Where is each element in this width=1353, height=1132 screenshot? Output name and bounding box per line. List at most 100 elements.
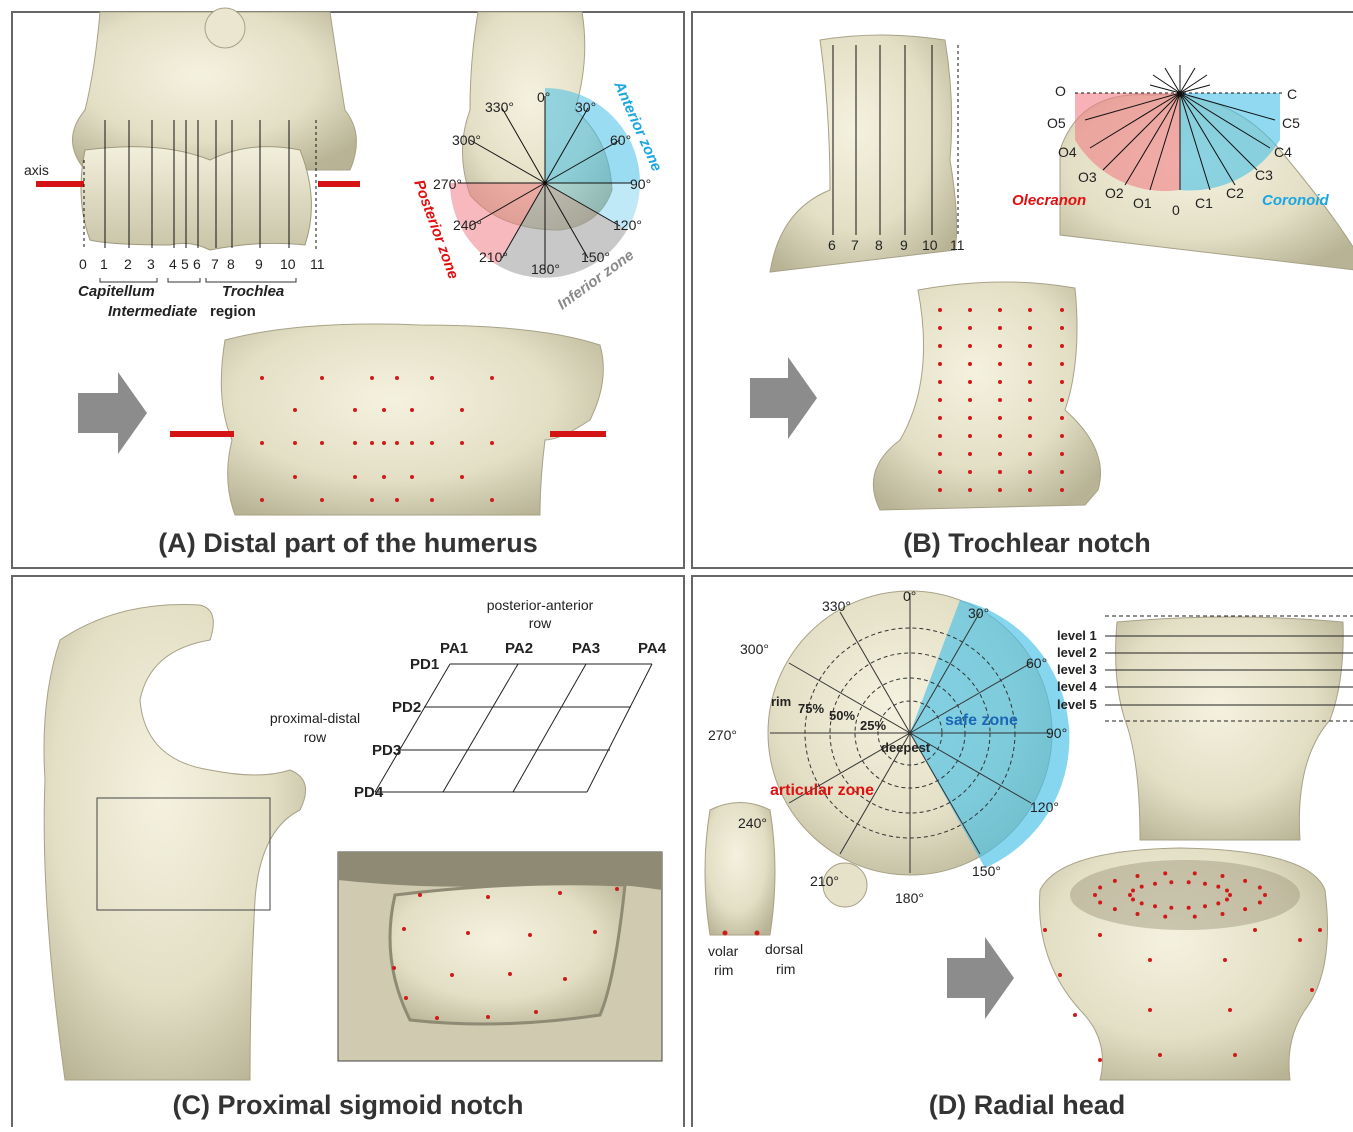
level-label: level 2 bbox=[1057, 645, 1097, 660]
measurement-marker bbox=[1028, 398, 1032, 402]
measurement-marker bbox=[1060, 416, 1064, 420]
angle-label: 60° bbox=[610, 132, 631, 148]
measurement-marker bbox=[1060, 434, 1064, 438]
measurement-marker bbox=[1113, 879, 1117, 883]
measurement-marker bbox=[998, 344, 1002, 348]
measurement-marker bbox=[1060, 308, 1064, 312]
measurement-marker bbox=[1169, 906, 1173, 910]
measurement-marker bbox=[1028, 452, 1032, 456]
measurement-marker bbox=[1187, 906, 1191, 910]
measurement-marker bbox=[370, 441, 374, 445]
measurement-marker bbox=[430, 498, 434, 502]
measurement-marker bbox=[1131, 897, 1135, 901]
measurement-marker bbox=[1028, 416, 1032, 420]
angle-label: 210° bbox=[479, 249, 508, 265]
measurement-marker bbox=[968, 398, 972, 402]
measurement-marker bbox=[938, 434, 942, 438]
measurement-marker bbox=[1060, 326, 1064, 330]
measurement-marker bbox=[938, 470, 942, 474]
angle-label: 300° bbox=[740, 641, 769, 657]
measurement-marker bbox=[1310, 988, 1314, 992]
measurement-marker bbox=[430, 441, 434, 445]
measurement-marker bbox=[593, 930, 597, 934]
measurement-marker bbox=[410, 441, 414, 445]
measurement-marker bbox=[260, 498, 264, 502]
measurement-marker bbox=[320, 376, 324, 380]
section-number: 6 bbox=[193, 256, 201, 272]
axis-label: axis bbox=[24, 162, 49, 178]
measurement-marker bbox=[1253, 928, 1257, 932]
section-number: 2 bbox=[124, 256, 132, 272]
measurement-marker bbox=[382, 441, 386, 445]
measurement-marker bbox=[998, 434, 1002, 438]
angle-label: 180° bbox=[895, 890, 924, 906]
measurement-marker bbox=[1216, 901, 1220, 905]
measurement-marker bbox=[968, 380, 972, 384]
coronoid-label: Coronoid bbox=[1262, 192, 1329, 209]
measurement-marker bbox=[1318, 928, 1322, 932]
measurement-marker bbox=[968, 326, 972, 330]
measurement-marker bbox=[1128, 893, 1132, 897]
section-number: 8 bbox=[875, 237, 883, 253]
measurement-marker bbox=[1258, 901, 1262, 905]
measurement-marker bbox=[1098, 1058, 1102, 1062]
measurement-marker bbox=[938, 308, 942, 312]
measurement-marker bbox=[938, 452, 942, 456]
pa-pd-grid bbox=[375, 664, 652, 792]
section-number: 6 bbox=[828, 237, 836, 253]
measurement-marker bbox=[1148, 1008, 1152, 1012]
measurement-marker bbox=[430, 376, 434, 380]
angle-label: 120° bbox=[613, 217, 642, 233]
measurement-marker bbox=[1193, 871, 1197, 875]
measurement-marker bbox=[1028, 434, 1032, 438]
section-number: 11 bbox=[310, 256, 325, 272]
measurement-marker bbox=[968, 416, 972, 420]
measurement-marker bbox=[615, 887, 619, 891]
pct-label: 75% bbox=[798, 701, 824, 716]
measurement-marker bbox=[460, 408, 464, 412]
measurement-marker bbox=[1140, 885, 1144, 889]
measurement-marker bbox=[1221, 912, 1225, 916]
deepest-label: deepest bbox=[881, 740, 931, 755]
measurement-marker bbox=[1169, 880, 1173, 884]
pd-label: PD4 bbox=[354, 784, 384, 801]
region-label: region bbox=[210, 303, 256, 320]
panel-a: axis 0 1 2 3 4 5 6 7 8 9 10 bbox=[24, 8, 665, 558]
measurement-marker bbox=[938, 344, 942, 348]
angle-label: 270° bbox=[433, 176, 462, 192]
volar-label: rim bbox=[714, 962, 733, 978]
measurement-marker bbox=[1060, 470, 1064, 474]
measurement-marker bbox=[1203, 882, 1207, 886]
measurement-marker bbox=[938, 362, 942, 366]
measurement-marker bbox=[1028, 470, 1032, 474]
measurement-marker bbox=[490, 498, 494, 502]
section-number: 7 bbox=[211, 256, 219, 272]
measurement-marker bbox=[1163, 871, 1167, 875]
c-label: C bbox=[1287, 86, 1297, 102]
angle-label: 30° bbox=[575, 99, 596, 115]
measurement-marker bbox=[1298, 938, 1302, 942]
c-label: C1 bbox=[1195, 195, 1213, 211]
panel-b-title: (B) Trochlear notch bbox=[903, 528, 1151, 558]
measurement-marker bbox=[353, 475, 357, 479]
section-number: 5 bbox=[181, 256, 189, 272]
measurement-marker bbox=[1243, 907, 1247, 911]
measurement-marker bbox=[1073, 1013, 1077, 1017]
o-label: O4 bbox=[1058, 144, 1077, 160]
measurement-marker bbox=[404, 996, 408, 1000]
measurement-marker bbox=[395, 441, 399, 445]
measurement-marker bbox=[1136, 874, 1140, 878]
measurement-marker bbox=[1060, 344, 1064, 348]
section-number: 8 bbox=[227, 256, 235, 272]
measurement-marker bbox=[1225, 889, 1229, 893]
section-number: 9 bbox=[255, 256, 263, 272]
measurement-marker bbox=[968, 362, 972, 366]
panel-c: posterior-anterior row proximal-distal r… bbox=[44, 597, 667, 1120]
measurement-marker bbox=[938, 326, 942, 330]
measurement-marker bbox=[528, 933, 532, 937]
measurement-marker bbox=[395, 376, 399, 380]
pa-label: PA1 bbox=[440, 640, 468, 657]
section-number: 7 bbox=[851, 237, 859, 253]
o-label: O1 bbox=[1133, 195, 1152, 211]
measurement-marker bbox=[293, 441, 297, 445]
